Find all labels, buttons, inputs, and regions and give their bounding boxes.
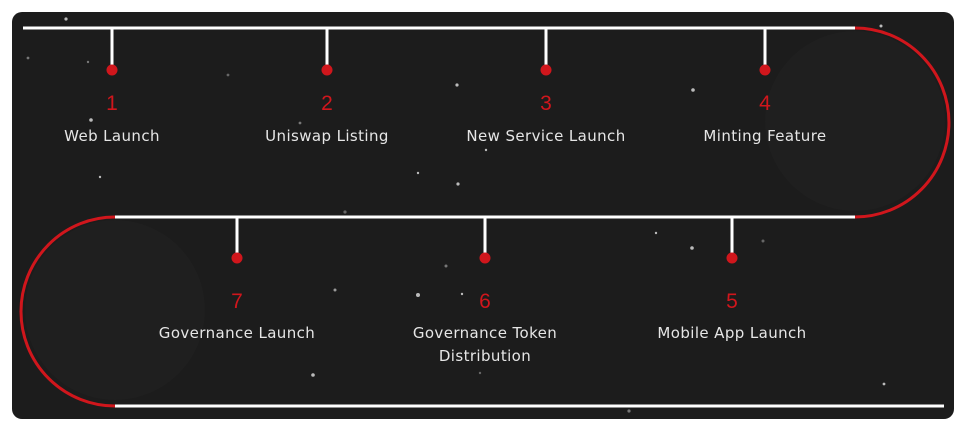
track-curve-right	[854, 26, 951, 219]
milestone-dots	[106, 64, 771, 264]
milestone-stems	[110, 28, 767, 258]
milestone-number: 2	[321, 92, 333, 115]
milestone-number: 3	[540, 92, 552, 115]
milestone-label: Uniswap Listing	[265, 127, 389, 145]
milestone-label: New Service Launch	[466, 127, 626, 145]
milestone-label: Mobile App Launch	[657, 324, 807, 342]
milestone-label: Governance Launch	[158, 324, 316, 342]
milestone-number: 1	[106, 92, 118, 115]
track-curve-left	[19, 215, 116, 408]
milestone-number: 5	[726, 290, 738, 313]
star-field	[26, 17, 886, 413]
milestone-number: 6	[479, 290, 491, 313]
milestone-number: 7	[231, 290, 243, 313]
milestone-label: Minting Feature	[703, 127, 827, 145]
milestone-number: 4	[759, 92, 771, 115]
milestone-label: Web Launch	[64, 127, 160, 145]
milestone-label: Governance Token Distribution	[412, 324, 558, 365]
